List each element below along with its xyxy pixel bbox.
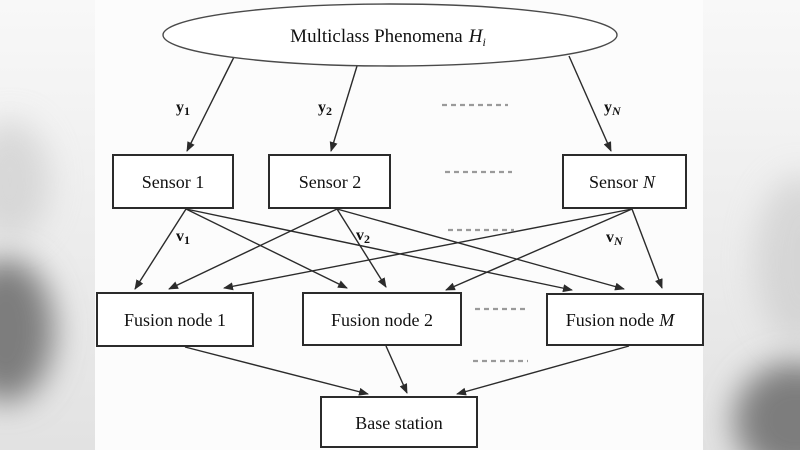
fusion-node-1-label: Fusion node 1 xyxy=(124,310,226,330)
label-v1: v1 xyxy=(176,228,190,247)
base-station-node xyxy=(320,396,478,448)
arrow-phenomena-sensor2 xyxy=(329,65,358,152)
sensor-2-node xyxy=(268,154,391,209)
right-blur-blob xyxy=(734,362,800,450)
fusion-node-m xyxy=(546,293,704,346)
label-vN: vN xyxy=(606,229,624,248)
arrow-sensorN-fusion2 xyxy=(445,208,633,291)
label-yN: yN xyxy=(604,99,622,118)
arrow-sensor1-fusionM xyxy=(185,208,573,293)
arrow-sensor2-fusion2 xyxy=(336,208,387,288)
arrow-sensorN-fusionM xyxy=(631,208,663,289)
arrow-fusionM-base xyxy=(456,345,630,396)
fusion-node-2 xyxy=(302,292,462,346)
fusion-node-2-label: Fusion node 2 xyxy=(331,310,433,330)
fusion-node-1 xyxy=(96,292,254,347)
diagram-background xyxy=(95,0,703,450)
arrow-fusion2-base xyxy=(385,345,408,394)
right-blur-blob-2 xyxy=(755,175,800,345)
arrow-sensor1-fusion2 xyxy=(185,208,348,289)
arrow-sensor1-fusion1 xyxy=(134,208,187,290)
arrow-phenomena-sensor1 xyxy=(186,56,235,152)
right-background-band xyxy=(703,0,800,450)
phenomena-node xyxy=(162,3,618,67)
left-background-band xyxy=(0,0,95,450)
arrow-sensor2-fusion1 xyxy=(168,208,338,290)
label-v2: v2 xyxy=(356,227,370,246)
left-blur-blob xyxy=(0,258,54,402)
arrow-sensor2-fusionM xyxy=(336,208,625,291)
label-y1: y1 xyxy=(176,99,190,118)
sensor-1-node xyxy=(112,154,234,209)
sensor-1-label: Sensor 1 xyxy=(142,172,205,192)
sensor-n-node xyxy=(562,154,687,209)
left-blur-blob-2 xyxy=(0,120,50,240)
sensor-2-label: Sensor 2 xyxy=(299,172,362,192)
arrow-phenomena-sensorN xyxy=(568,55,612,152)
arrow-fusion1-base xyxy=(184,346,369,396)
base-station-label: Base station xyxy=(355,413,443,433)
label-y2: y2 xyxy=(318,99,332,118)
arrow-sensorN-fusion1 xyxy=(223,208,633,291)
